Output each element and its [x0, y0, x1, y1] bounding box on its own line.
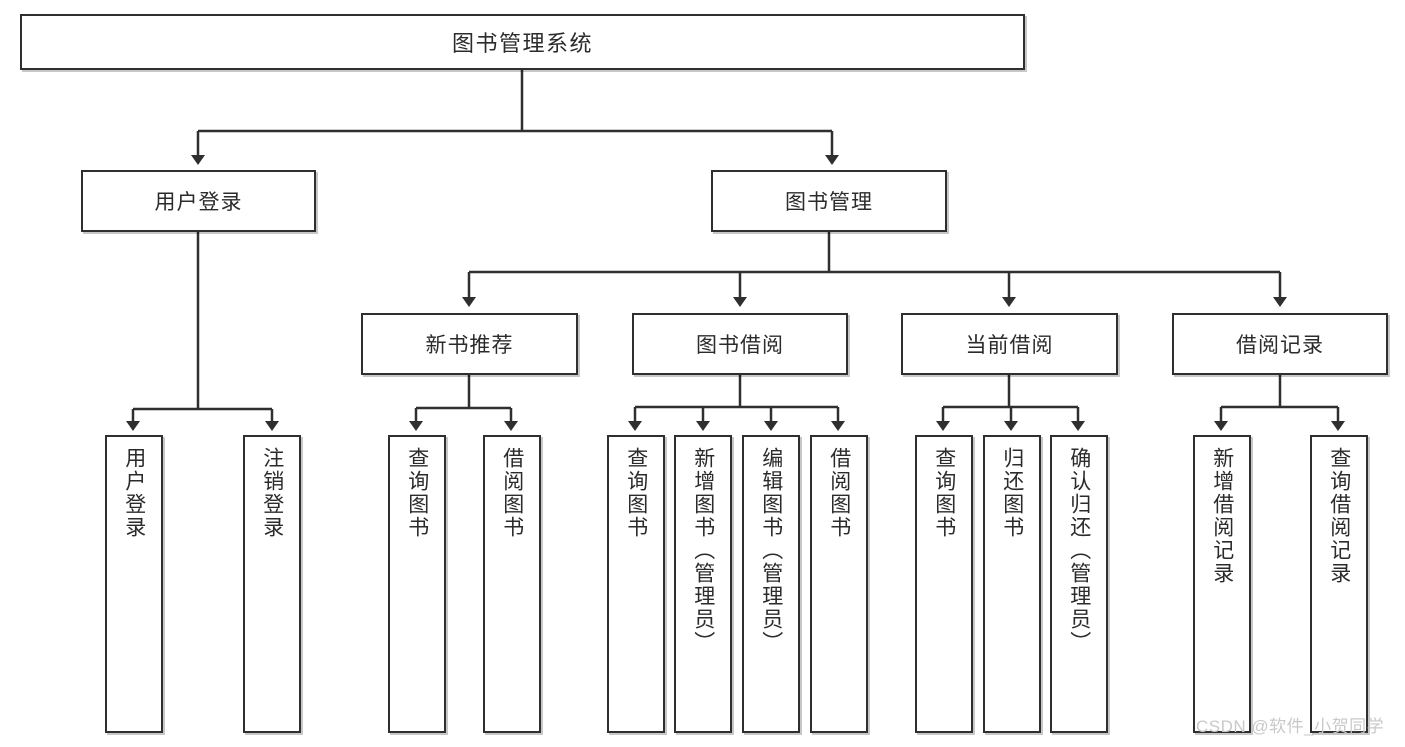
leaf-query-book-new[interactable]: 查询图书	[388, 435, 446, 733]
leaf-return-book[interactable]: 归还图书	[983, 435, 1041, 733]
leaf-borrow-book-new[interactable]: 借阅图书	[483, 435, 541, 733]
node-label: 新增借阅记录	[1210, 447, 1234, 585]
node-label: 用户登录	[122, 447, 146, 539]
node-label: 图书管理系统	[451, 31, 593, 56]
node-current-borrow[interactable]: 当前借阅	[901, 313, 1118, 375]
node-label: 用户登录	[154, 191, 243, 214]
leaf-query-book-borrow[interactable]: 查询图书	[607, 435, 665, 733]
node-label: 归还图书	[1000, 447, 1024, 539]
leaf-query-book-current[interactable]: 查询图书	[915, 435, 973, 733]
leaf-borrow-book[interactable]: 借阅图书	[810, 435, 868, 733]
node-label: 借阅图书	[500, 447, 524, 539]
leaf-add-book-admin[interactable]: 新增图书（管理员）	[674, 435, 732, 733]
leaf-query-borrow-record[interactable]: 查询借阅记录	[1310, 435, 1368, 733]
node-label: 查询借阅记录	[1327, 447, 1351, 585]
node-label: 借阅图书	[827, 447, 851, 539]
watermark: CSDN @软件_小贺同学	[1196, 717, 1385, 736]
leaf-add-borrow-record[interactable]: 新增借阅记录	[1193, 435, 1251, 733]
leaf-edit-book-admin[interactable]: 编辑图书（管理员）	[742, 435, 800, 733]
node-label: 查询图书	[932, 447, 956, 539]
node-label: 图书管理	[785, 191, 873, 214]
node-user-login[interactable]: 用户登录	[81, 170, 316, 232]
node-label: 确认归还（管理员）	[1067, 447, 1091, 654]
node-label: 新增图书（管理员）	[691, 447, 715, 654]
leaf-confirm-return-admin[interactable]: 确认归还（管理员）	[1050, 435, 1108, 733]
node-new-book-recommend[interactable]: 新书推荐	[361, 313, 578, 375]
node-book-management[interactable]: 图书管理	[711, 170, 947, 232]
node-label: 当前借阅	[965, 334, 1054, 357]
node-label: 查询图书	[624, 447, 648, 539]
leaf-logout[interactable]: 注销登录	[243, 435, 301, 733]
node-label: 编辑图书（管理员）	[759, 447, 783, 654]
node-label: 查询图书	[405, 447, 429, 539]
node-label: 借阅记录	[1236, 334, 1324, 357]
node-book-borrow[interactable]: 图书借阅	[632, 313, 848, 375]
node-borrow-records[interactable]: 借阅记录	[1172, 313, 1388, 375]
leaf-user-login[interactable]: 用户登录	[105, 435, 163, 733]
node-label: 图书借阅	[696, 334, 784, 357]
node-label: 注销登录	[260, 447, 284, 539]
node-root[interactable]: 图书管理系统	[20, 14, 1025, 70]
node-label: 新书推荐	[425, 334, 514, 357]
